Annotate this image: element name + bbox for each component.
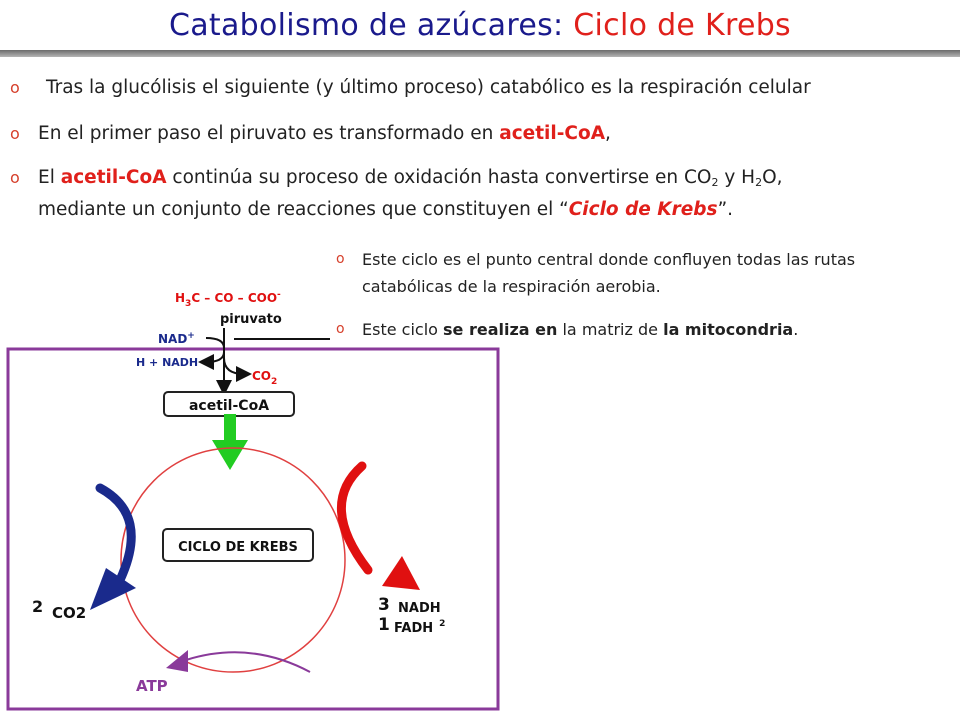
bullet-text-part: O, — [762, 167, 783, 188]
title-main: Catabolismo de azúcares: — [169, 8, 564, 43]
diagram-frame — [6, 347, 500, 711]
bullet-marker: o — [10, 78, 20, 97]
bullet-text-part: En el primer paso el piruvato es transfo… — [38, 123, 500, 144]
bullet-text-part: El — [38, 167, 61, 188]
co2-label: CO2 — [52, 604, 86, 622]
bullet-text-line2: mediante un conjunto de reacciones que c… — [38, 196, 932, 224]
bullet-text: Este ciclo se realiza en la matriz de la… — [362, 316, 930, 343]
h-nadh-label: H + NADH — [136, 356, 198, 369]
krebs-cycle-diagram: H3C – CO – COO- piruvato NAD+ H + NADH C… — [6, 290, 500, 711]
green-arrow-head — [212, 440, 248, 470]
purple-arrow-shaft — [185, 651, 311, 673]
krebs-cycle-circle — [120, 447, 346, 673]
bullet-text-part: , — [605, 123, 611, 144]
bullet-text-part: y H — [718, 167, 756, 188]
bullet-text: Tras la glucólisis el siguiente (y últim… — [46, 77, 811, 98]
bullet-text-part: Este ciclo — [362, 320, 444, 339]
green-arrow-shaft — [224, 414, 236, 444]
co2-line — [223, 357, 252, 382]
highlight-ciclo-de-krebs: Ciclo de Krebs — [568, 199, 718, 220]
subscript: 2 — [755, 176, 763, 189]
red-arrow-head — [382, 556, 420, 590]
bullet-text-part: ”. — [717, 199, 734, 220]
pyruvate-label: piruvato — [220, 312, 282, 327]
title-accent: Ciclo de Krebs — [573, 8, 791, 43]
pyruvate-formula: H3C – CO – COO- — [175, 290, 281, 309]
bullet-text-part: la matriz de — [557, 320, 664, 339]
bullet-marker: o — [336, 321, 345, 337]
atp-label: ATP — [136, 677, 168, 695]
bullet-marker: o — [10, 124, 20, 143]
purple-arrow-head — [166, 650, 188, 672]
bullet-marker: o — [336, 251, 345, 267]
page-title: Catabolismo de azúcares: Ciclo de Krebs — [0, 8, 960, 43]
nad-line — [205, 337, 225, 349]
bullet-text: En el primer paso el piruvato es transfo… — [38, 120, 932, 148]
title-divider — [0, 50, 960, 57]
co2-count: 2 — [32, 597, 43, 616]
nadh-line — [198, 351, 225, 370]
bullet-marker: o — [10, 168, 20, 187]
nadh-label: NADH — [398, 601, 441, 616]
bullet-text-part: mediante un conjunto de reacciones que c… — [38, 199, 569, 220]
red-arrow-shaft — [337, 461, 373, 575]
co2-top-label: CO2 — [252, 369, 277, 387]
bold-text: la mitocondria — [663, 320, 794, 339]
acetil-coa-label: acetil-CoA — [189, 398, 269, 414]
nad-label: NAD+ — [158, 331, 195, 346]
bullet-text-part: continúa su proceso de oxidación hasta c… — [166, 167, 712, 188]
nadh-count: 3 — [378, 595, 390, 615]
highlight-acetil-coa: acetil-CoA — [60, 167, 167, 188]
bullet-text-line1: El acetil-CoA continúa su proceso de oxi… — [38, 164, 932, 192]
fadh-count: 1 — [378, 615, 390, 635]
cycle-label: CICLO DE KREBS — [178, 540, 298, 555]
blue-arrow-shaft — [95, 483, 136, 585]
subscript: 2 — [711, 176, 719, 189]
bold-text: se realiza en — [443, 320, 558, 339]
bullet-text: Este ciclo es el punto central donde con… — [362, 250, 856, 296]
blue-arrow-head — [90, 568, 136, 610]
bullet-text-part: . — [793, 320, 799, 339]
highlight-acetil-coa: acetil-CoA — [499, 123, 606, 144]
cycle-box — [162, 528, 314, 562]
